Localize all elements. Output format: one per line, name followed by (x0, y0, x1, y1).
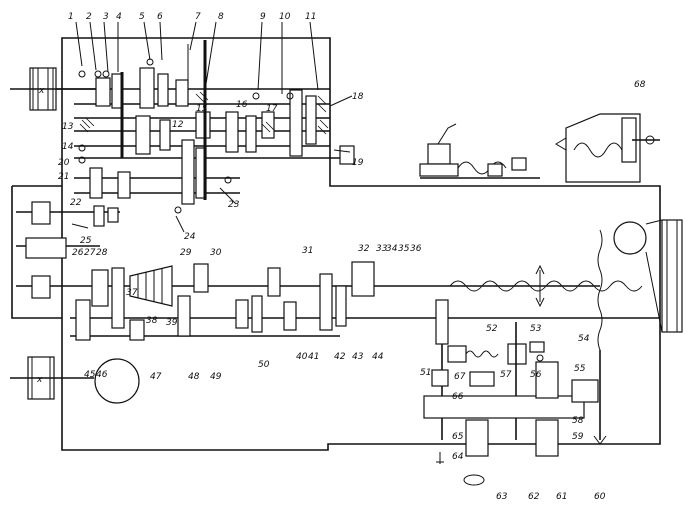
callout-7: 7 (195, 12, 201, 22)
callout-56: 56 (530, 370, 542, 380)
callout-6: 6 (157, 12, 163, 22)
callout-62: 62 (528, 492, 540, 502)
callout-10: 10 (279, 12, 291, 22)
callout-60: 60 (594, 492, 606, 502)
callout-13: 13 (62, 122, 74, 132)
callout-54: 54 (578, 334, 590, 344)
callout-39: 39 (166, 318, 178, 328)
callout-1: 1 (68, 12, 74, 22)
callout-45: 45 (84, 370, 96, 380)
callout-49: 49 (210, 372, 222, 382)
tool-post (419, 123, 540, 179)
callout-37: 37 (126, 288, 138, 298)
callout-14: 14 (62, 142, 74, 152)
callout-25: 25 (80, 236, 92, 246)
callout-57: 57 (500, 370, 512, 380)
callout-16: 16 (236, 100, 248, 110)
callout-30: 30 (210, 248, 222, 258)
callout-42: 42 (334, 352, 346, 362)
callout-18: 18 (352, 92, 364, 102)
callout-9: 9 (260, 12, 266, 22)
svg-text:x: x (38, 86, 45, 96)
headstock-small-gear-symbols (78, 58, 294, 214)
callout-47: 47 (150, 372, 162, 382)
callout-28: 28 (96, 248, 108, 258)
headstock-housing (61, 37, 661, 451)
callout-38: 38 (146, 316, 158, 326)
callout-63: 63 (496, 492, 508, 502)
callout-17: 17 (266, 104, 278, 114)
callout-58: 58 (572, 416, 584, 426)
dimension-leaders (71, 21, 353, 233)
callout-31: 31 (302, 246, 314, 256)
headstock-hatched-clutches (79, 91, 329, 135)
headstock-gear-blocks (89, 40, 355, 205)
callout-20: 20 (58, 158, 70, 168)
callout-59: 59 (572, 432, 584, 442)
callout-15: 15 (196, 104, 208, 114)
callout-51: 51 (420, 368, 432, 378)
callout-46: 46 (96, 370, 108, 380)
callout-44: 44 (372, 352, 384, 362)
callout-34: 34 (386, 244, 398, 254)
callout-33: 33 (376, 244, 388, 254)
callout-67: 67 (454, 372, 466, 382)
callout-32: 32 (358, 244, 370, 254)
callout-23: 23 (228, 200, 240, 210)
callout-4: 4 (116, 12, 122, 22)
callout-12: 12 (172, 120, 184, 130)
callout-27: 27 (84, 248, 96, 258)
norton-cone (129, 265, 173, 307)
gearbox-housing (11, 185, 62, 319)
callout-22: 22 (70, 198, 82, 208)
callout-64: 64 (452, 452, 464, 462)
callout-29: 29 (180, 248, 192, 258)
callout-35: 35 (398, 244, 410, 254)
svg-text:x: x (36, 375, 43, 385)
callout-43: 43 (352, 352, 364, 362)
callout-21: 21 (58, 172, 70, 182)
callout-11: 11 (305, 12, 317, 22)
callout-8: 8 (218, 12, 224, 22)
callout-50: 50 (258, 360, 270, 370)
callout-36: 36 (410, 244, 422, 254)
feed-rod-pulley (597, 219, 683, 351)
callout-65: 65 (452, 432, 464, 442)
callout-66: 66 (452, 392, 464, 402)
callout-26: 26 (72, 248, 84, 258)
callout-55: 55 (574, 364, 586, 374)
callout-41: 41 (308, 352, 320, 362)
callout-3: 3 (103, 12, 109, 22)
callout-53: 53 (530, 324, 542, 334)
feed-box-gears (25, 201, 375, 341)
callout-5: 5 (139, 12, 145, 22)
lead-screw (449, 264, 643, 308)
callout-40: 40 (296, 352, 308, 362)
apron-mechanism (423, 299, 607, 486)
callout-19: 19 (352, 158, 364, 168)
tailstock (555, 113, 660, 183)
motor-unit: x (10, 356, 140, 404)
callout-2: 2 (86, 12, 92, 22)
callout-52: 52 (486, 324, 498, 334)
callout-48: 48 (188, 372, 200, 382)
callout-61: 61 (556, 492, 568, 502)
callout-68: 68 (634, 80, 646, 90)
callout-24: 24 (184, 232, 196, 242)
